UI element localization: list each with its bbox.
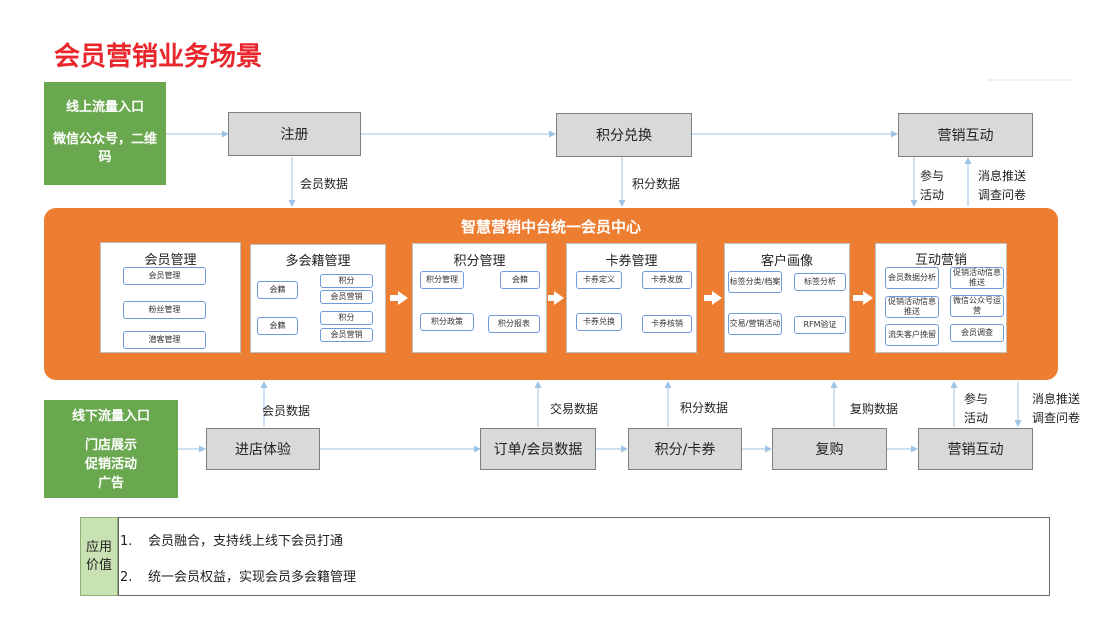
value-item-1-text: 会员融合，支持线上线下会员打通: [148, 534, 344, 549]
offline-entry-title: 线下流量入口: [71, 409, 150, 424]
step-repurchase: 复购: [772, 428, 887, 470]
online-entry-title: 线上流量入口: [65, 100, 144, 115]
value-tag: 应用价值: [80, 517, 118, 596]
label-online-points-data: 积分数据: [632, 177, 681, 191]
pill-points-admin: 积分管理: [420, 271, 464, 289]
pill-churn-retention: 流失客户挽留: [885, 324, 939, 346]
pill-points-membership: 会籍: [500, 271, 540, 289]
value-item-1-num: 1.: [120, 534, 133, 549]
pill-coupon-define: 卡券定义: [576, 271, 622, 289]
label-online-push-survey: 消息推送调查问卷: [978, 169, 1027, 202]
pill-tag-archive: 标签分类/档案: [728, 271, 782, 293]
panel-coupon-management: [566, 243, 697, 353]
pill-member-survey: 会员调查: [950, 324, 1004, 342]
offline-entry-box: 线下流量入口 门店展示 促销活动 广告: [44, 400, 178, 498]
flow-arrow-1-stem: [390, 295, 400, 301]
flow-arrow-2-icon: [554, 291, 564, 305]
pill-trade-marketing: 交易/营销活动: [728, 313, 782, 335]
pill-promo-push-1: 促销活动信息推送: [950, 267, 1004, 289]
pill-member-management: 会员管理: [123, 267, 206, 285]
pill-membership-2: 会籍: [257, 317, 298, 335]
panel-title-coupon-management: 卡券管理: [605, 254, 658, 269]
step-points-exchange: 积分兑换: [556, 113, 692, 157]
label-offline-member-data: 会员数据: [262, 404, 311, 418]
page-title: 会员营销业务场景: [54, 42, 263, 72]
value-item-2: 2. 统一会员权益，实现会员多会籍管理: [120, 566, 356, 585]
panel-title-interactive-marketing: 互动营销: [914, 253, 967, 268]
pill-prospect-management: 潜客管理: [123, 331, 206, 349]
label-online-participate: 参与活动: [920, 169, 945, 202]
label-offline-trade-data: 交易数据: [550, 402, 599, 416]
online-entry-desc: 微信公众号，二维码: [52, 132, 157, 165]
flow-arrow-4-icon: [863, 291, 873, 305]
label-online-member-data: 会员数据: [300, 177, 349, 191]
flow-arrow-2-stem: [548, 295, 556, 301]
step-register: 注册: [228, 112, 361, 156]
panel-title-member-management: 会员管理: [144, 253, 197, 268]
pill-fan-management: 粉丝管理: [123, 301, 206, 319]
pill-rfm-verify: RFM验证: [794, 316, 846, 334]
panel-title-points-management: 积分管理: [453, 254, 506, 269]
pill-points-report: 积分报表: [488, 315, 540, 333]
pill-wechat-operation: 微信公众号运营: [950, 295, 1004, 317]
value-box: [118, 517, 1050, 596]
step-order-member-data: 订单/会员数据: [480, 428, 596, 470]
pill-points-2: 积分: [320, 311, 373, 325]
offline-entry-desc-store: 门店展示: [84, 438, 137, 453]
pill-member-data-analysis: 会员数据分析: [885, 267, 939, 289]
offline-entry-desc-ads: 广告: [97, 476, 124, 491]
pill-member-marketing-1: 会员营销: [320, 290, 373, 304]
pill-points-1: 积分: [320, 274, 373, 288]
pill-member-marketing-2: 会员营销: [320, 328, 373, 342]
pill-promo-push-2: 促销活动信息推送: [885, 296, 939, 318]
flow-arrow-1-icon: [398, 291, 408, 305]
offline-entry-desc-promo: 促销活动: [84, 457, 137, 472]
step-points-coupon: 积分/卡券: [628, 428, 742, 470]
value-item-1: 1. 会员融合，支持线上线下会员打通: [120, 530, 343, 549]
flow-arrow-3-icon: [712, 291, 722, 305]
panel-title-customer-profile: 客户画像: [760, 254, 813, 269]
hub-title: 智慧营销中台统一会员中心: [460, 218, 641, 236]
label-offline-repurchase-data: 复购数据: [850, 402, 899, 416]
value-item-2-num: 2.: [120, 570, 133, 585]
pill-tag-analysis: 标签分析: [794, 273, 846, 291]
step-offline-marketing: 营销互动: [918, 428, 1033, 470]
step-online-marketing: 营销互动: [898, 113, 1033, 157]
pill-coupon-verify: 卡券核销: [642, 315, 692, 333]
pill-points-policy: 积分政策: [420, 313, 474, 331]
label-offline-push-survey: 消息推送调查问卷: [1032, 392, 1081, 425]
flow-arrow-3-stem: [704, 295, 714, 301]
panel-title-multi-membership: 多会籍管理: [285, 254, 351, 269]
value-item-2-text: 统一会员权益，实现会员多会籍管理: [148, 570, 357, 585]
online-entry-box: 线上流量入口 微信公众号，二维码: [44, 82, 166, 185]
label-offline-participate: 参与活动: [964, 392, 989, 425]
flow-arrow-4-stem: [853, 295, 865, 301]
panel-points-management: [412, 243, 547, 353]
pill-coupon-issue: 卡券发放: [642, 271, 692, 289]
label-offline-points-data: 积分数据: [680, 401, 729, 415]
pill-membership-1: 会籍: [257, 281, 298, 299]
pill-coupon-redeem: 卡券兑换: [576, 313, 622, 331]
step-store-visit: 进店体验: [206, 428, 320, 470]
